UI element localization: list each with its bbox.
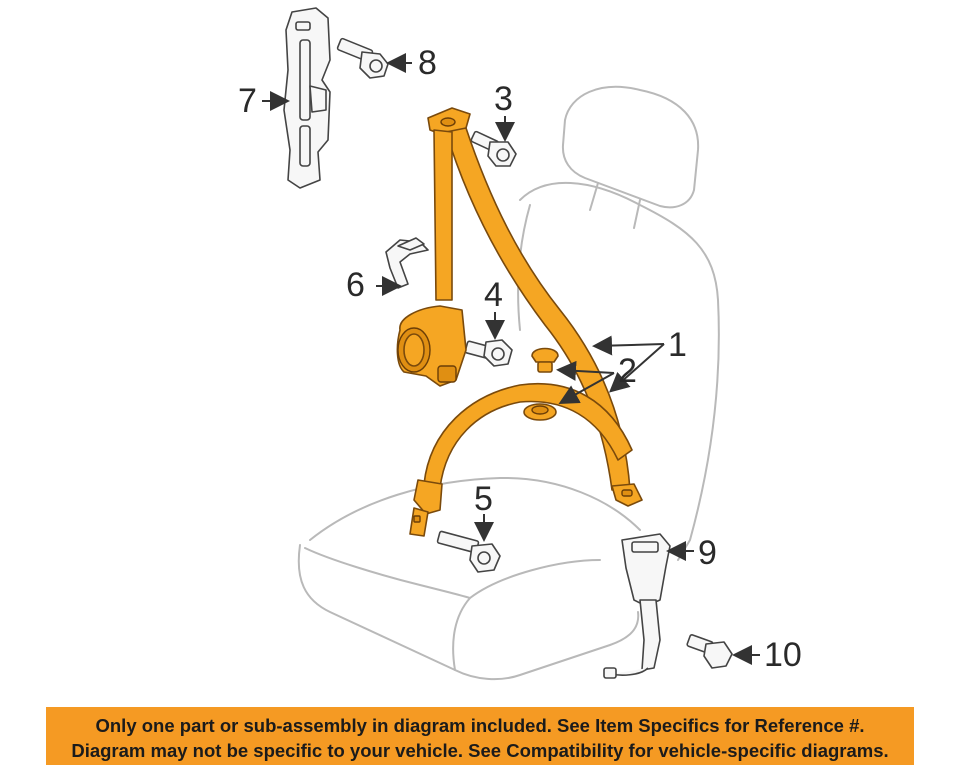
callout-4: 4 — [484, 276, 503, 314]
disclaimer-line-1: Only one part or sub-assembly in diagram… — [95, 715, 865, 736]
callout-9: 9 — [698, 534, 717, 572]
callout-1: 1 — [668, 326, 687, 364]
seat-belt-assembly-part-1 — [396, 107, 643, 537]
bolt-part-3 — [470, 130, 517, 167]
callout-5: 5 — [474, 480, 493, 518]
callout-7: 7 — [238, 82, 257, 120]
disclaimer-line-2: Diagram may not be specific to your vehi… — [71, 740, 889, 761]
bolt-part-4 — [464, 339, 513, 367]
disclaimer-banner: Only one part or sub-assembly in diagram… — [46, 707, 914, 765]
clip-part-6 — [385, 237, 429, 289]
seat-belt-diagram: 1 2 3 4 5 6 7 8 9 10 — [238, 7, 802, 681]
height-adjuster-part-7 — [283, 7, 331, 189]
bolt-part-5 — [436, 530, 501, 573]
callout-3: 3 — [494, 80, 513, 118]
bolt-part-8 — [336, 37, 389, 79]
callout-2: 2 — [618, 352, 637, 390]
grommet-part-2 — [523, 347, 559, 421]
callout-6: 6 — [346, 266, 365, 304]
callout-10: 10 — [764, 636, 802, 674]
callout-8: 8 — [418, 44, 437, 82]
bolt-part-10 — [686, 634, 733, 669]
leader-lines — [262, 53, 760, 665]
buckle-part-9 — [603, 533, 671, 679]
